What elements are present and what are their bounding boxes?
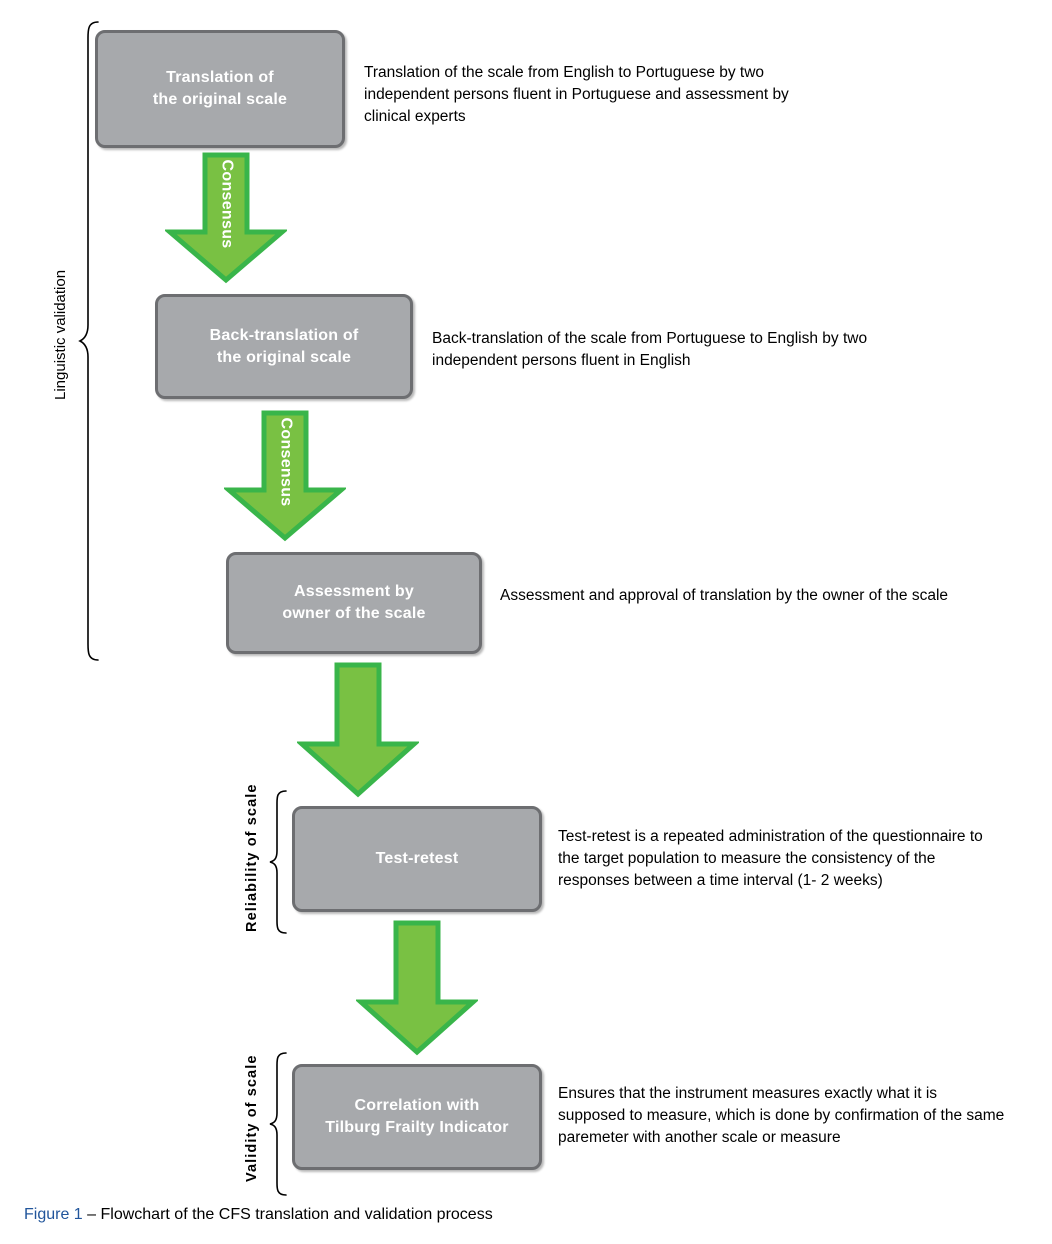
arrow-2-consensus: Consensus <box>224 410 346 542</box>
node-correlation-tfi[interactable]: Correlation with Tilburg Frailty Indicat… <box>292 1064 542 1170</box>
brace-linguistic-validation <box>78 20 100 662</box>
figure-caption-number: Figure 1 <box>24 1206 83 1223</box>
desc-assessment-owner: Assessment and approval of translation b… <box>500 587 949 604</box>
node-translation[interactable]: Translation of the original scale <box>95 30 345 148</box>
figure-caption: Figure 1 – Flowchart of the CFS translat… <box>24 1206 493 1224</box>
figure-caption-text: Flowchart of the CFS translation and val… <box>100 1206 493 1223</box>
brace-label-reliability-of-scale: Reliability of scale <box>244 783 260 932</box>
brace-label-validity-of-scale: Validity of scale <box>244 1054 260 1183</box>
desc-test-retest: Test-retest is a repeated administration… <box>558 828 983 889</box>
node-test-retest[interactable]: Test-retest <box>292 806 542 912</box>
desc-translation: Translation of the scale from English to… <box>364 64 789 125</box>
desc-correlation-tfi: Ensures that the instrument measures exa… <box>558 1085 1005 1146</box>
arrow-3 <box>297 662 419 798</box>
brace-reliability-of-scale <box>268 789 288 935</box>
node-back-translation[interactable]: Back-translation of the original scale <box>155 294 413 399</box>
node-assessment-owner[interactable]: Assessment by owner of the scale <box>226 552 482 654</box>
arrow-1-consensus: Consensus <box>165 152 287 284</box>
desc-back-translation: Back-translation of the scale from Portu… <box>432 330 868 369</box>
figure-caption-separator: – <box>82 1206 101 1223</box>
brace-label-linguistic-validation: Linguistic validation <box>52 269 69 400</box>
brace-validity-of-scale <box>268 1051 288 1197</box>
arrow-4 <box>356 920 478 1056</box>
